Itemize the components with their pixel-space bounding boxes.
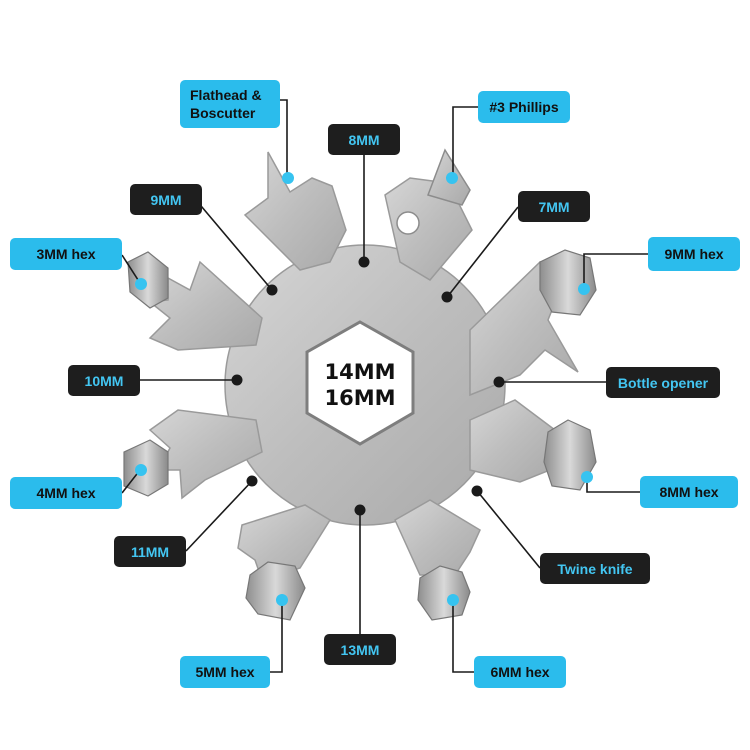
pointer-line-hex3 bbox=[121, 254, 141, 284]
center-size-14mm: 14MM bbox=[324, 360, 396, 384]
pointer-line-mm7 bbox=[447, 206, 519, 297]
center-hex-hole bbox=[305, 320, 415, 446]
pointer-dot-mm11 bbox=[246, 475, 258, 487]
pointer-dot-hex8 bbox=[581, 471, 593, 483]
center-size-label: 14MM 16MM bbox=[305, 350, 415, 420]
pointer-line-hex8 bbox=[586, 478, 640, 493]
tool-body bbox=[123, 148, 597, 621]
label-twine: Twine knife bbox=[540, 553, 650, 584]
pointer-dot-twine bbox=[471, 485, 483, 497]
label-bottle: Bottle opener bbox=[606, 367, 720, 398]
pointer-dot-mm10 bbox=[231, 374, 243, 386]
pointer-dot-hex5 bbox=[276, 594, 288, 606]
arm-flathead bbox=[243, 151, 347, 271]
label-mm7: 7MM bbox=[518, 191, 590, 222]
label-mm13: 13MM bbox=[324, 634, 396, 665]
label-hex5: 5MM hex bbox=[180, 656, 270, 688]
pointer-line-flathead bbox=[280, 99, 288, 176]
pointer-line-hex9 bbox=[583, 253, 648, 288]
pointer-dot-hex4 bbox=[135, 464, 147, 476]
pointer-dot-mm9 bbox=[266, 284, 278, 296]
center-size-16mm: 16MM bbox=[324, 386, 396, 410]
bit-9mm-hex bbox=[539, 249, 597, 316]
label-mm11: 11MM bbox=[114, 536, 186, 567]
arm-4mm-hex bbox=[148, 409, 263, 500]
callout-pointers bbox=[121, 99, 648, 673]
label-hex9: 9MM hex bbox=[648, 237, 740, 271]
label-mm10: 10MM bbox=[68, 365, 140, 396]
arm-6mm-hex bbox=[394, 499, 481, 576]
pointer-line-phillips bbox=[452, 106, 478, 176]
label-hex4: 4MM hex bbox=[10, 477, 122, 509]
keyring-hole bbox=[396, 211, 420, 235]
label-flathead: Flathead &Boscutter bbox=[180, 80, 280, 128]
pointer-dot-mm13 bbox=[354, 504, 366, 516]
label-mm8: 8MM bbox=[328, 124, 400, 155]
pointer-dot-phillips bbox=[446, 172, 458, 184]
bit-5mm-hex bbox=[245, 561, 306, 621]
pointer-dot-hex6 bbox=[447, 594, 459, 606]
pointer-dot-hex3 bbox=[135, 278, 147, 290]
label-hex6: 6MM hex bbox=[474, 656, 566, 688]
bit-3mm-hex bbox=[127, 251, 169, 309]
pointer-dot-mm8 bbox=[358, 256, 370, 268]
pointer-line-twine bbox=[477, 491, 541, 569]
label-mm9: 9MM bbox=[130, 184, 202, 215]
bit-6mm-hex bbox=[417, 565, 471, 621]
pointer-line-hex6 bbox=[452, 602, 474, 673]
label-phillips: #3 Phillips bbox=[478, 91, 570, 123]
label-hex8: 8MM hex bbox=[640, 476, 738, 508]
pointer-dot-hex9 bbox=[578, 283, 590, 295]
label-hex3: 3MM hex bbox=[10, 238, 122, 270]
pointer-line-mm9 bbox=[195, 199, 273, 291]
pointer-line-hex5 bbox=[270, 602, 283, 673]
pointer-line-mm11 bbox=[185, 480, 253, 552]
pointer-dot-flathead bbox=[282, 172, 294, 184]
pointer-dot-mm7 bbox=[441, 291, 453, 303]
pointer-dot-bottle bbox=[493, 376, 505, 388]
